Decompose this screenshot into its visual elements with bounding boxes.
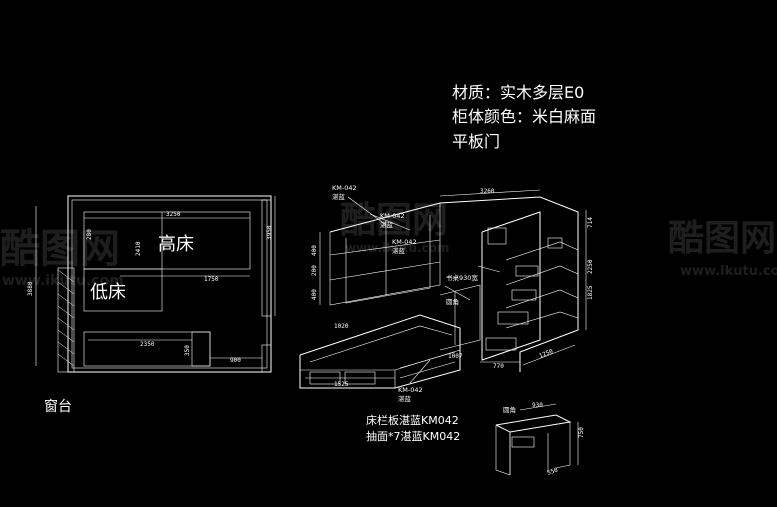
watermark-brand: 酷图网 [340,200,448,241]
dim-plan-0: 3250 [166,211,181,218]
desk-label: 圆角 [503,405,516,414]
watermark-left: 酷图网 www.ikutu.com [0,226,124,289]
dim-elev-1: 714 [587,217,594,228]
spec-door: 平板门 [452,132,500,151]
wall-hatch-left [57,267,75,373]
callout-6: KM-042 [398,386,423,394]
watermark-right: 酷图网 www.ikutu.com [668,218,777,279]
callout-0: KM-042 [332,184,357,192]
dim-elev-11: 1020 [334,323,349,330]
dim-elev-2: 2250 [587,259,594,274]
spec-block: 材质：实木多层E0 柜体颜色：米白麻面 平板门 [452,83,596,151]
spec-material: 材质：实木多层E0 [452,83,584,102]
dim-elev-0: 3260 [480,188,495,195]
callout-5: 湛蓝 [392,246,406,255]
dim-plan-1: 2410 [135,241,142,256]
dim-desk-0: 930 [532,402,543,409]
note-bed-rail: 床栏板湛蓝KM042 [366,413,459,427]
dim-desk-1: 750 [578,427,585,438]
callout-2: KM-042 [380,212,405,220]
watermark-url: www.ikutu.com [680,264,777,279]
dim-desk-2: 550 [546,466,559,476]
dim-elev-3: 1825 [587,285,594,300]
label-window-sill: 窗台 [44,398,72,415]
callout-4: KM-042 [392,238,417,246]
note-round: 圆角 [446,297,459,306]
dim-plan-2: 1750 [204,276,219,283]
watermark-brand: 酷图网 [668,218,776,259]
dim-plan-5: 350 [184,345,191,356]
callout-3: 湛蓝 [380,220,394,229]
dim-plan-7: 3880 [27,281,34,296]
dim-elev-7: 1250 [538,348,554,360]
watermark-url: www.ikutu.com [2,273,124,289]
dim-elev-10: 200 [311,265,318,276]
note-bookshelf: 书桌930宽 [446,273,478,282]
callout-1: 湛蓝 [332,192,346,201]
dim-plan-6: 280 [86,229,93,240]
dim-elev-4: 1525 [334,381,349,388]
floor-plan: 高床 低床 窗台 3250 2410 1750 2350 900 350 280… [27,195,276,415]
dim-plan-3: 2350 [140,341,155,348]
note-drawer: 抽面*7湛蓝KM042 [366,429,460,443]
dim-elev-6: 770 [493,363,504,370]
bed-isometric: KM-042 湛蓝 KM-042 湛蓝 KM-042 湛蓝 KM-042 湛蓝 … [299,184,594,443]
dim-elev-5: 1007 [448,353,463,360]
label-high-bed: 高床 [158,234,194,255]
watermark-brand: 酷图网 [0,226,120,272]
desk-detail: 圆角 930 750 550 [495,402,585,477]
label-low-bed: 低床 [90,282,126,303]
dim-plan-4: 900 [230,357,241,364]
dim-plan-8: 3950 [266,225,273,240]
spec-color: 柜体颜色：米白麻面 [452,107,596,126]
callout-7: 湛蓝 [398,394,412,403]
dim-elev-9: 400 [311,289,318,300]
dim-elev-8: 400 [311,245,318,256]
watermark-url: www.ikutu.com [345,241,449,255]
